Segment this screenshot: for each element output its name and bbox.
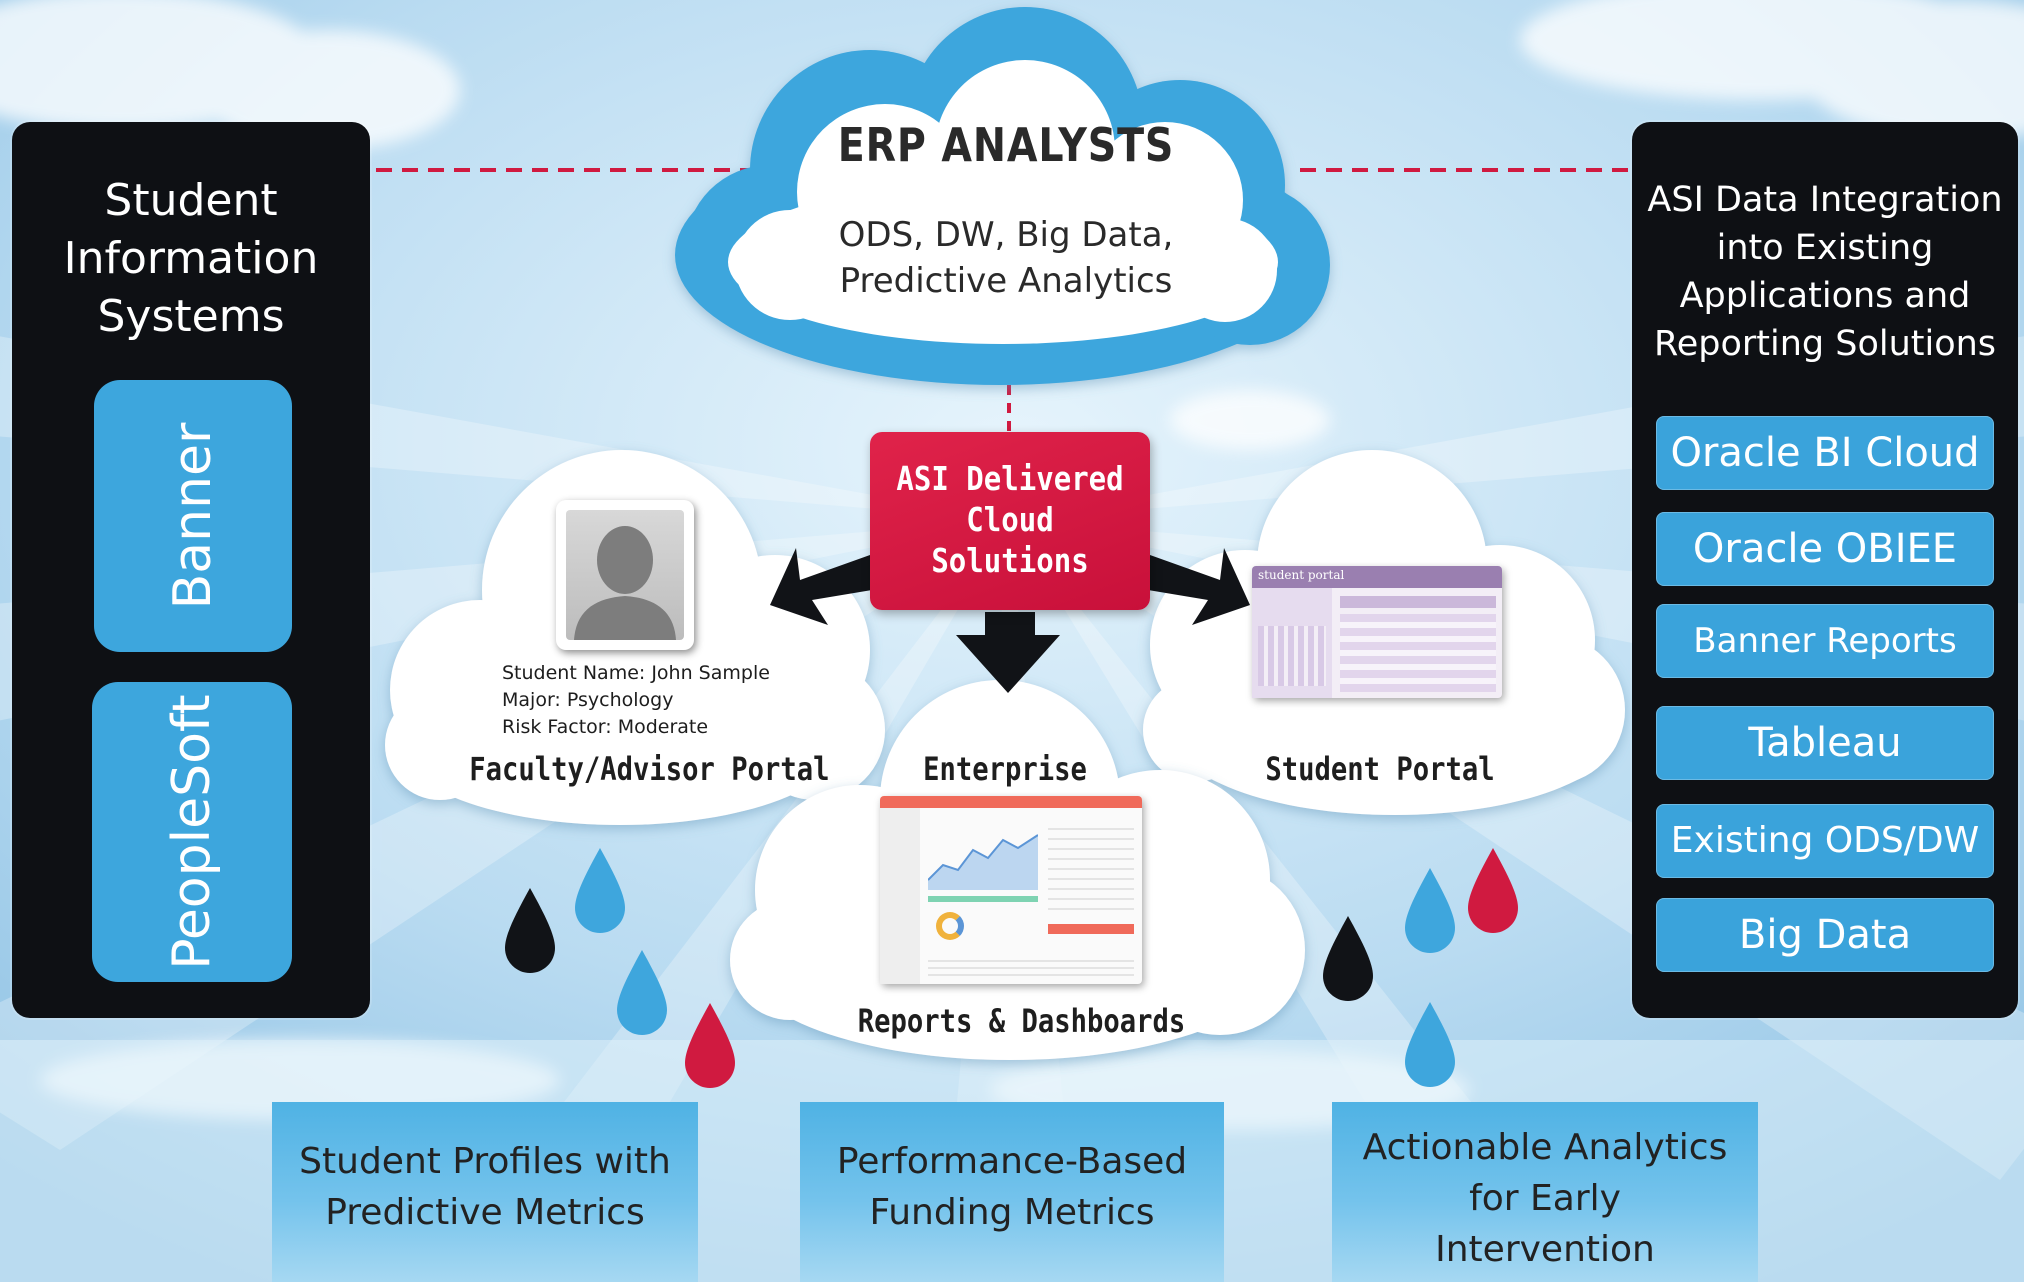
outcome-line: Performance-Based [836, 1141, 1188, 1182]
erp-cloud-shape [675, 7, 1330, 385]
oracle-bi-cloud-button[interactable]: Oracle BI Cloud [1656, 416, 1994, 490]
oracle-obiee-button[interactable]: Oracle OBIEE [1656, 512, 1994, 586]
student-risk: Risk Factor: Moderate [502, 716, 709, 738]
area-chart-icon [928, 834, 1038, 890]
student-portal-thumbnail: student portal [1252, 566, 1502, 698]
student-info: Student Name: John Sample Major: Psychol… [502, 660, 770, 741]
sis-panel-title: Student Information Systems [12, 172, 370, 346]
outcome-line: Actionable Analytics [1362, 1127, 1728, 1168]
erp-title: ERP ANALYSTS [837, 118, 1175, 172]
outcome-line: Funding Metrics [869, 1192, 1155, 1233]
big-data-button[interactable]: Big Data [1656, 898, 1994, 972]
integration-title-line: into Existing [1716, 228, 1934, 268]
flow-arrows [770, 548, 1250, 693]
outcome-student-profiles: Student Profiles with Predictive Metrics [272, 1102, 698, 1282]
peoplesoft-button[interactable]: PeopleSoft [92, 682, 292, 982]
outcome-line: Intervention [1435, 1229, 1655, 1270]
outcome-funding-metrics: Performance-Based Funding Metrics [800, 1102, 1224, 1282]
banner-button[interactable]: Banner [94, 380, 292, 652]
integration-title-line: ASI Data Integration [1647, 180, 2003, 220]
person-silhouette-icon [574, 526, 676, 640]
erp-subtitle-line: Predictive Analytics [839, 261, 1173, 301]
integration-panel-title: ASI Data Integration into Existing Appli… [1632, 176, 2018, 368]
erp-subtitle: ODS, DW, Big Data, Predictive Analytics [786, 212, 1226, 304]
student-portal-thumb-title: student portal [1258, 568, 1345, 582]
outcome-actionable-analytics: Actionable Analytics for Early Intervent… [1332, 1102, 1758, 1282]
donut-chart-icon [936, 912, 964, 940]
sis-title-line: Student [104, 175, 278, 226]
outcome-line: for Early [1469, 1178, 1621, 1219]
asi-box-text: ASI Delivered Cloud Solutions [887, 458, 1133, 581]
tableau-button[interactable]: Tableau [1656, 706, 1994, 780]
asi-line: Solutions [931, 541, 1089, 580]
student-name: Student Name: John Sample [502, 662, 770, 684]
asi-delivered-box[interactable]: ASI Delivered Cloud Solutions [870, 432, 1150, 610]
sis-panel: Student Information Systems Banner Peopl… [12, 122, 370, 1018]
raindrops [505, 848, 1518, 1088]
faculty-portal-label[interactable]: Faculty/Advisor Portal [469, 750, 830, 788]
enterprise-label[interactable]: Enterprise [923, 750, 1087, 788]
student-major: Major: Psychology [502, 689, 674, 711]
student-avatar [556, 500, 694, 650]
outcome-line: Student Profiles with [299, 1141, 671, 1182]
asi-line: ASI Delivered [896, 459, 1124, 498]
reports-dashboards-label[interactable]: Reports & Dashboards [857, 1002, 1186, 1040]
existing-ods-dw-button[interactable]: Existing ODS/DW [1656, 804, 1994, 878]
faculty-cloud-shape [385, 450, 885, 825]
sis-title-line: Systems [97, 291, 285, 342]
banner-label: Banner [163, 422, 223, 610]
outcome-line: Predictive Metrics [325, 1192, 645, 1233]
student-portal-label[interactable]: Student Portal [1265, 750, 1495, 788]
banner-reports-button[interactable]: Banner Reports [1656, 604, 1994, 678]
peoplesoft-label: PeopleSoft [162, 694, 222, 970]
integration-title-line: Applications and [1679, 276, 1971, 316]
asi-line: Cloud [966, 500, 1054, 539]
dashboard-thumbnail [880, 796, 1142, 984]
sis-title-line: Information [63, 233, 319, 284]
erp-subtitle-line: ODS, DW, Big Data, [838, 215, 1174, 255]
integration-title-line: Reporting Solutions [1653, 324, 1997, 364]
